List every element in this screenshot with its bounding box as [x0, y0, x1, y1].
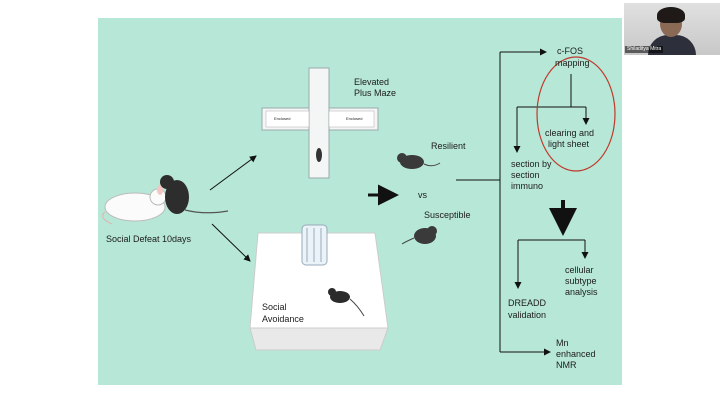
elevated-plus-maze	[261, 67, 379, 179]
arm-right-label: Enclosed	[346, 116, 363, 121]
avoidance-label-line2: Avoidance	[262, 314, 304, 324]
cellular-label-line3: analysis	[565, 287, 598, 297]
participant-hair	[657, 7, 685, 23]
avoidance-label-line1: Social	[262, 302, 287, 312]
social-avoidance-arena	[249, 224, 389, 351]
social-defeat-mice	[102, 175, 229, 225]
clearing-label-line1: clearing and	[545, 128, 595, 138]
mn-label-line3: NMR	[556, 360, 577, 370]
cellular-label-line1: cellular	[565, 265, 594, 275]
participant-name-tag: Shiladitya Mitra	[625, 46, 664, 53]
resilient-label: Resilient	[431, 141, 466, 151]
susceptible-label: Susceptible	[424, 210, 471, 220]
defeat-label: Social Defeat 10days	[106, 234, 192, 244]
epm-label-line1: Elevated	[354, 77, 390, 87]
section-label-line2: section	[511, 170, 540, 180]
resilient-mouse	[397, 153, 441, 169]
section-label-line1: section by	[511, 159, 552, 169]
participant-video-thumbnail[interactable]: Shiladitya Mitra	[624, 3, 720, 55]
epm-label-line2: Plus Maze	[354, 88, 397, 98]
arm-left-label: Enclosed	[274, 116, 291, 121]
cfos-label-line2: mapping	[555, 58, 590, 68]
cellular-label-line2: subtype	[565, 276, 597, 286]
dreadd-label-line2: validation	[508, 310, 547, 320]
mn-label-line2: enhanced	[556, 349, 596, 359]
section-label-line3: immuno	[511, 181, 544, 191]
vs-label: vs	[418, 190, 427, 200]
clearing-label-line2: light sheet	[548, 139, 590, 149]
cfos-label-line1: c-FOS	[557, 46, 583, 56]
susceptible-mouse	[401, 226, 437, 245]
dreadd-label-line1: DREADD	[508, 298, 547, 308]
mn-label-line1: Mn	[556, 338, 569, 348]
highlight-circle	[536, 56, 616, 172]
